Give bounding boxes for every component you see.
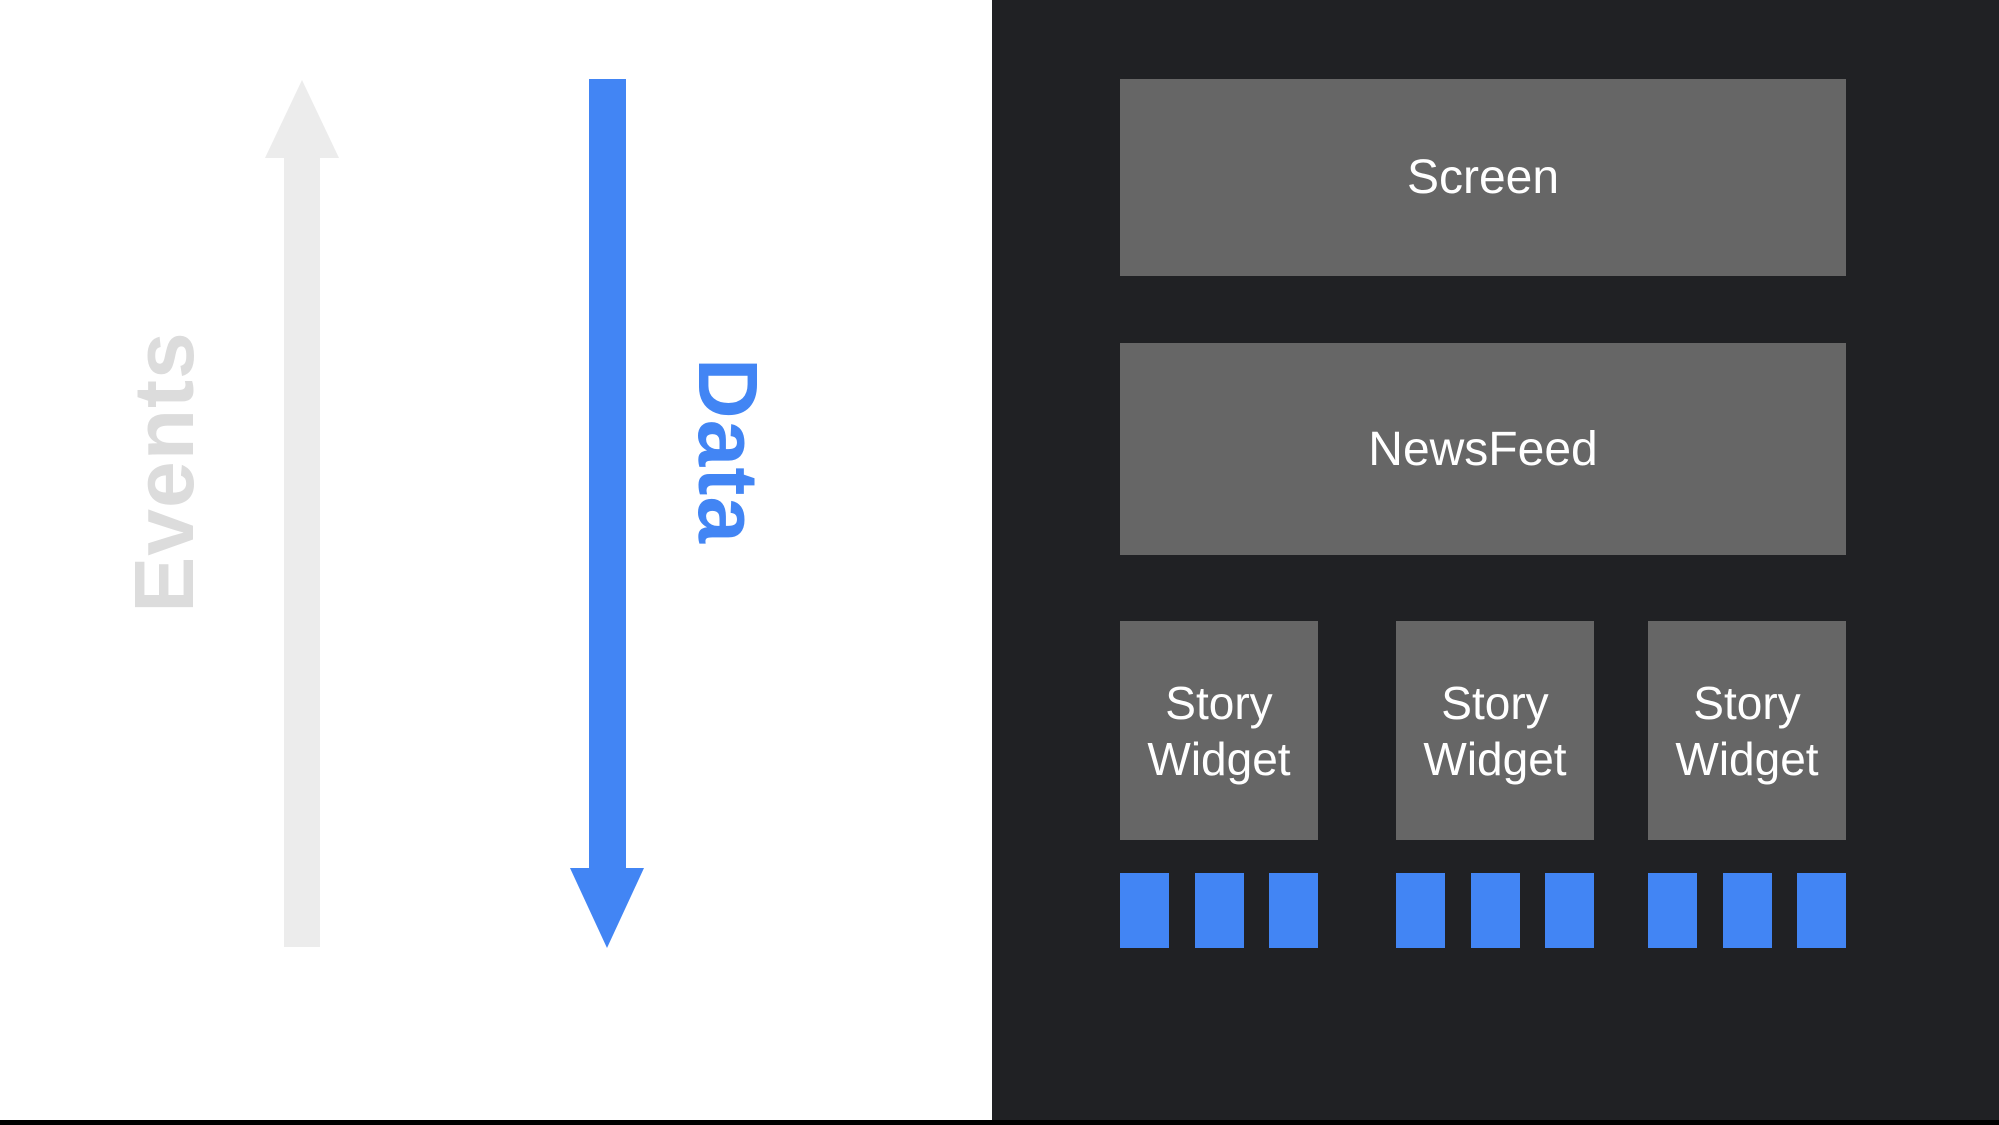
screen-box-label: Screen <box>1406 151 1560 204</box>
events-up-arrow-icon <box>265 80 339 158</box>
blue-tile <box>1470 873 1520 948</box>
data-label: Data <box>681 357 775 545</box>
newsfeed-box: NewsFeed <box>1120 343 1846 555</box>
events-up-arrow-shaft <box>284 157 320 947</box>
story-tiles-row-1 <box>1120 873 1318 948</box>
blue-tile <box>1545 873 1594 948</box>
story-widget-label: Story Widget <box>1675 676 1819 785</box>
story-widget-label: Story Widget <box>1423 676 1567 785</box>
blue-tile <box>1269 873 1318 948</box>
story-widget-box-3: Story Widget <box>1648 621 1846 840</box>
screen-box: Screen <box>1120 79 1846 276</box>
events-label: Events <box>117 331 211 613</box>
bottom-letterbox-bar <box>0 1120 1999 1125</box>
story-tiles-row-3 <box>1648 873 1846 948</box>
data-down-arrow-shaft <box>589 79 626 869</box>
blue-tile <box>1648 873 1697 948</box>
story-widget-box-2: Story Widget <box>1396 621 1594 840</box>
blue-tile <box>1120 873 1169 948</box>
blue-tile <box>1194 873 1244 948</box>
blue-tile <box>1797 873 1846 948</box>
widget-tree-panel: Screen NewsFeed Story Widget Story Widge… <box>992 0 1999 1125</box>
story-tiles-row-2 <box>1396 873 1594 948</box>
story-widget-label: Story Widget <box>1147 676 1291 785</box>
newsfeed-box-label: NewsFeed <box>1368 422 1598 476</box>
blue-tile <box>1396 873 1445 948</box>
story-widget-box-1: Story Widget <box>1120 621 1318 840</box>
blue-tile <box>1722 873 1772 948</box>
data-down-arrow-icon <box>570 868 644 948</box>
